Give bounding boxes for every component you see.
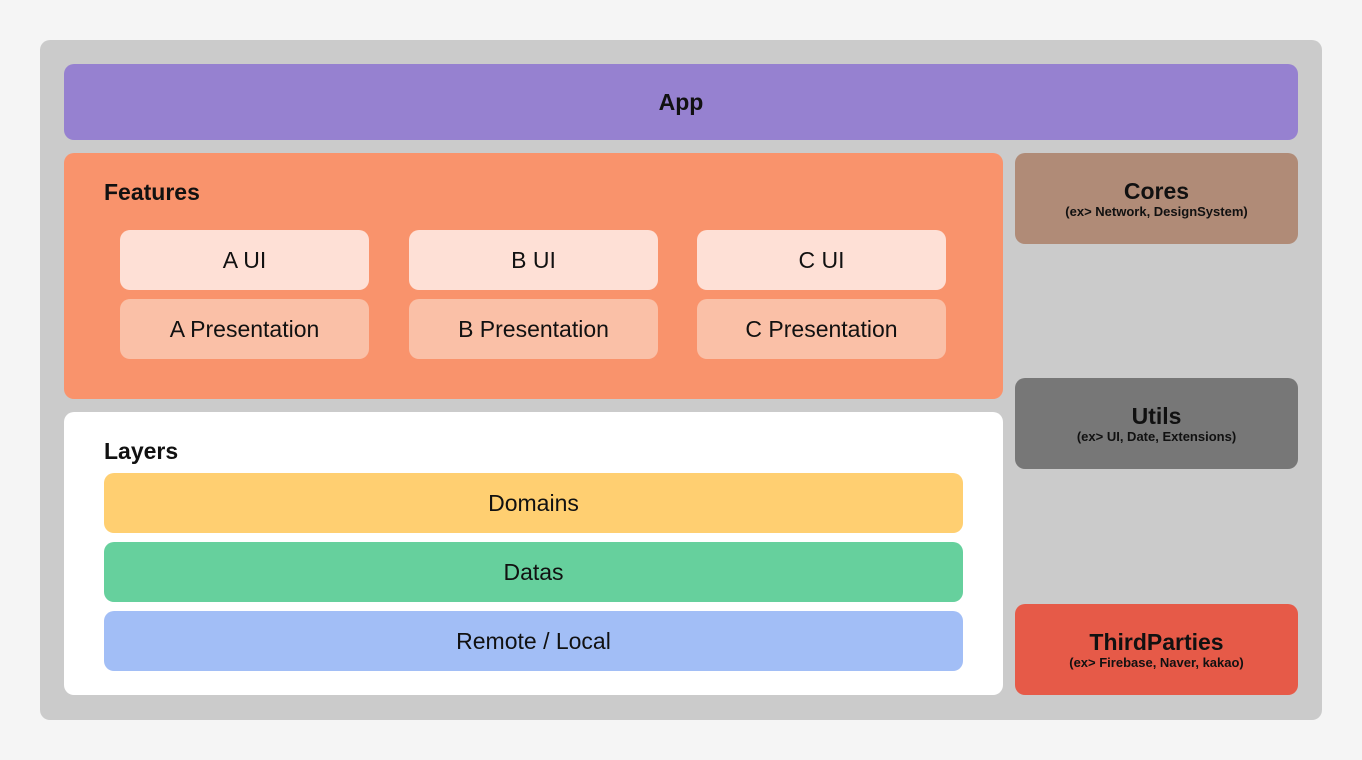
cores-module: Cores (ex> Network, DesignSystem) <box>1015 153 1298 244</box>
layer-domains-label: Domains <box>488 489 579 516</box>
layers-group: Layers Domains Datas Remote / Local <box>64 412 1003 695</box>
utils-module: Utils (ex> UI, Date, Extensions) <box>1015 378 1298 469</box>
layers-title: Layers <box>104 438 179 464</box>
feature-c-presentation-label: C Presentation <box>745 315 898 342</box>
utils-title: Utils <box>1131 403 1182 429</box>
app-label: App <box>658 88 704 115</box>
feature-c-ui: C UI <box>697 230 946 290</box>
third-parties-title: ThirdParties <box>1089 629 1224 655</box>
feature-b-ui-label: B UI <box>511 246 556 273</box>
feature-a-presentation-label: A Presentation <box>169 315 320 342</box>
utils-subtitle: (ex> UI, Date, Extensions) <box>1076 429 1237 444</box>
feature-b-presentation: B Presentation <box>409 299 658 359</box>
feature-a-ui-label: A UI <box>222 246 267 273</box>
layer-remote-local: Remote / Local <box>104 611 963 671</box>
third-parties-subtitle: (ex> Firebase, Naver, kakao) <box>1069 655 1244 670</box>
feature-b-ui: B UI <box>409 230 658 290</box>
feature-b-presentation-label: B Presentation <box>458 315 609 342</box>
features-group: Features A UI A Presentation B UI B Pres… <box>64 153 1003 399</box>
cores-title: Cores <box>1123 178 1190 204</box>
cores-subtitle: (ex> Network, DesignSystem) <box>1065 204 1248 219</box>
feature-c-ui-label: C UI <box>798 246 845 273</box>
feature-a-presentation: A Presentation <box>120 299 369 359</box>
features-title: Features <box>104 179 200 205</box>
feature-c-presentation: C Presentation <box>697 299 946 359</box>
layer-datas: Datas <box>104 542 963 602</box>
third-parties-module: ThirdParties (ex> Firebase, Naver, kakao… <box>1015 604 1298 695</box>
layer-domains: Domains <box>104 473 963 533</box>
app-module: App <box>64 64 1298 140</box>
layer-remote-local-label: Remote / Local <box>456 627 611 654</box>
feature-a-ui: A UI <box>120 230 369 290</box>
architecture-diagram: App Features A UI A Presentation B UI B … <box>40 40 1322 720</box>
layer-datas-label: Datas <box>503 558 564 585</box>
